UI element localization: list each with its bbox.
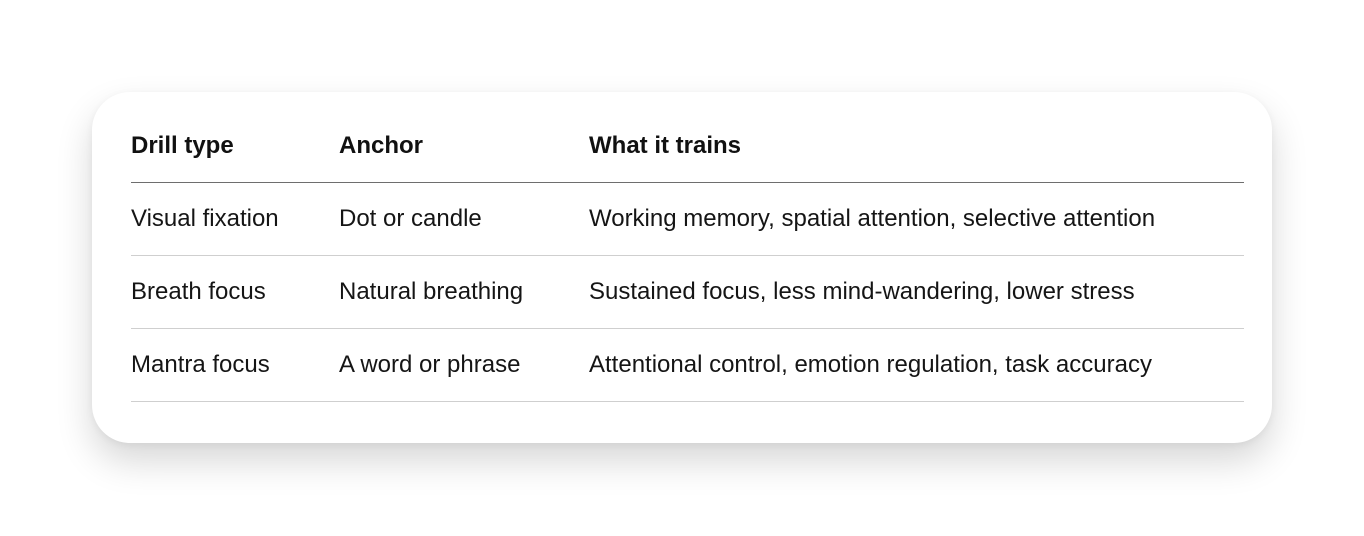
table-row: Mantra focus A word or phrase Attentiona…	[131, 328, 1244, 402]
cell-anchor: Natural breathing	[339, 255, 589, 329]
cell-drill-type: Breath focus	[131, 255, 339, 329]
header-drill-type: Drill type	[131, 110, 339, 183]
table-row: Breath focus Natural breathing Sustained…	[131, 255, 1244, 329]
cell-drill-type: Mantra focus	[131, 328, 339, 402]
table-card: Drill type Anchor What it trains Visual …	[92, 92, 1272, 443]
cell-anchor: A word or phrase	[339, 328, 589, 402]
table-header: Drill type Anchor What it trains	[131, 110, 1244, 183]
cell-what-it-trains: Sustained focus, less mind-wandering, lo…	[589, 255, 1244, 329]
cell-what-it-trains: Working memory, spatial attention, selec…	[589, 182, 1244, 256]
table-row: Visual fixation Dot or candle Working me…	[131, 182, 1244, 256]
header-row: Drill type Anchor What it trains	[131, 110, 1244, 183]
cell-drill-type: Visual fixation	[131, 182, 339, 256]
header-anchor: Anchor	[339, 110, 589, 183]
table-body: Visual fixation Dot or candle Working me…	[131, 182, 1244, 402]
cell-anchor: Dot or candle	[339, 182, 589, 256]
header-what-it-trains: What it trains	[589, 110, 1244, 183]
cell-what-it-trains: Attentional control, emotion regulation,…	[589, 328, 1244, 402]
drill-table: Drill type Anchor What it trains Visual …	[131, 110, 1244, 402]
